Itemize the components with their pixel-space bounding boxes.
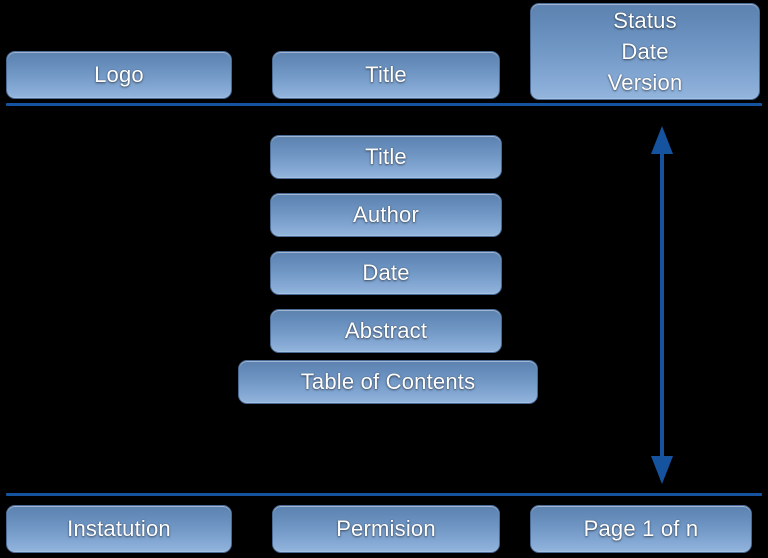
header-title-box[interactable]: Title [272, 51, 500, 99]
double-arrow-svg [651, 126, 673, 484]
header-divider [6, 103, 762, 106]
body-item-table-of-contents[interactable]: Table of Contents [238, 360, 538, 404]
body-item-date[interactable]: Date [270, 251, 502, 295]
footer-page-box[interactable]: Page 1 of n [530, 505, 752, 553]
footer-page-label: Page 1 of n [583, 515, 699, 541]
content-height-arrow-icon [638, 124, 686, 486]
body-item-label: Author [352, 201, 420, 227]
footer-permission-box[interactable]: Permision [272, 505, 500, 553]
footer-institution-label: Instatution [67, 515, 171, 541]
body-item-label: Date [362, 259, 410, 285]
body-item-author[interactable]: Author [270, 193, 502, 237]
header-meta-label: Status Date Version [607, 7, 683, 96]
footer-divider [6, 493, 762, 496]
footer-institution-box[interactable]: Instatution [6, 505, 232, 553]
header-title-label: Title [365, 61, 407, 87]
body-item-label: Table of Contents [300, 368, 476, 394]
body-item-label: Abstract [344, 317, 428, 343]
header-logo-label: Logo [94, 61, 144, 87]
body-item-abstract[interactable]: Abstract [270, 309, 502, 353]
header-logo-box[interactable]: Logo [6, 51, 232, 99]
body-item-title[interactable]: Title [270, 135, 502, 179]
header-meta-box[interactable]: Status Date Version [530, 3, 760, 100]
footer-permission-label: Permision [336, 515, 436, 541]
body-item-label: Title [365, 143, 407, 169]
